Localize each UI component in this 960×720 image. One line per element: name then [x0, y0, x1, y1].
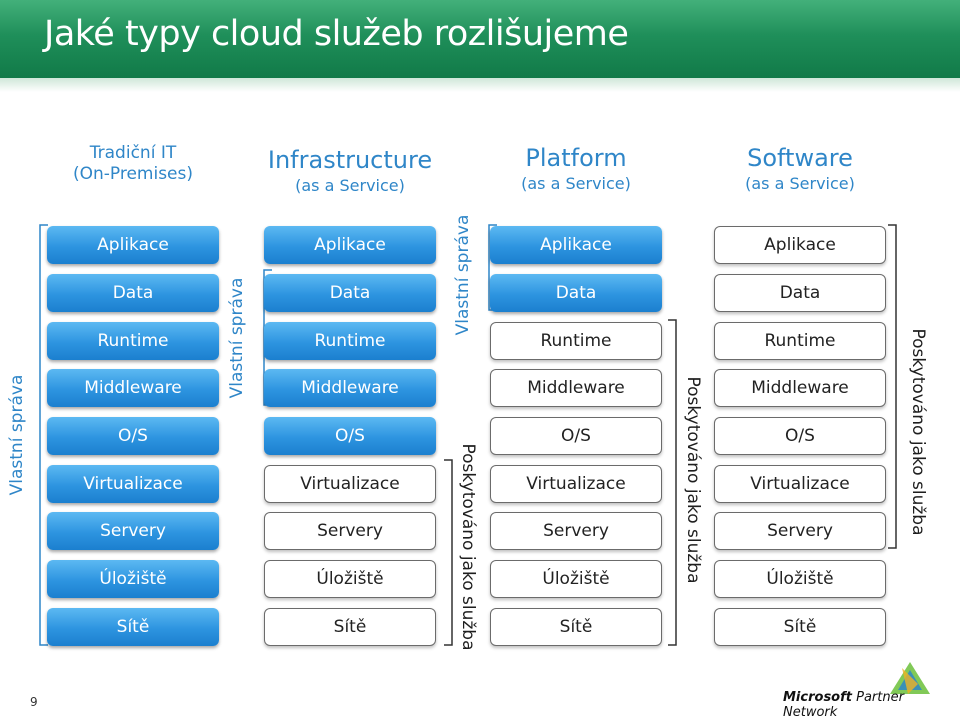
onprem-layer-data: Data	[47, 274, 219, 312]
bracket-paas-service	[668, 319, 677, 646]
saas-layer-runtime: Runtime	[714, 322, 886, 360]
label-paas-self-managed: Vlastní správa	[453, 214, 473, 336]
paas-layer-site: Sítě	[490, 608, 662, 646]
iaas-layer-middleware: Middleware	[264, 369, 436, 407]
iaas-layer-os: O/S	[264, 417, 436, 455]
label-onprem-self-managed: Vlastní správa	[7, 374, 27, 496]
paas-layer-uloziste: Úložiště	[490, 560, 662, 598]
title-bar: Jaké typy cloud služeb rozlišujeme	[0, 0, 960, 78]
column-head-saas-title: Software	[747, 144, 853, 172]
column-head-saas-sub: (as a Service)	[745, 174, 855, 193]
onprem-layer-middleware: Middleware	[47, 369, 219, 407]
partner-logo-icon	[890, 662, 930, 694]
brand-bold: Microsoft	[783, 690, 852, 705]
onprem-layer-uloziste: Úložiště	[47, 560, 219, 598]
paas-layer-virtualizace: Virtualizace	[490, 465, 662, 503]
page-number: 9	[30, 695, 38, 709]
label-iaas-self-managed: Vlastní správa	[227, 277, 247, 399]
column-head-onprem-title: Tradiční IT	[89, 143, 177, 163]
bracket-saas-service	[888, 224, 897, 549]
iaas-layer-servery: Servery	[264, 512, 436, 550]
paas-layer-middleware: Middleware	[490, 369, 662, 407]
paas-layer-os: O/S	[490, 417, 662, 455]
onprem-layer-site: Sítě	[47, 608, 219, 646]
label-saas-as-service: Poskytováno jako služba	[908, 328, 928, 536]
saas-layer-servery: Servery	[714, 512, 886, 550]
column-head-onprem: Tradiční IT (On-Premises)	[60, 143, 206, 185]
column-head-paas-title: Platform	[525, 144, 627, 172]
saas-layer-virtualizace: Virtualizace	[714, 465, 886, 503]
onprem-layer-virtualizace: Virtualizace	[47, 465, 219, 503]
iaas-layer-data: Data	[264, 274, 436, 312]
paas-layer-runtime: Runtime	[490, 322, 662, 360]
onprem-layer-aplikace: Aplikace	[47, 226, 219, 264]
iaas-layer-virtualizace: Virtualizace	[264, 465, 436, 503]
onprem-layer-servery: Servery	[47, 512, 219, 550]
saas-layer-os: O/S	[714, 417, 886, 455]
column-head-onprem-sub: (On-Premises)	[72, 164, 194, 184]
saas-layer-middleware: Middleware	[714, 369, 886, 407]
iaas-layer-uloziste: Úložiště	[264, 560, 436, 598]
brand-mark: Microsoft Partner Network	[783, 690, 960, 720]
onprem-layer-os: O/S	[47, 417, 219, 455]
column-head-saas: Software (as a Service)	[700, 144, 900, 194]
column-head-iaas-sub: (as a Service)	[295, 176, 405, 195]
saas-layer-site: Sítě	[714, 608, 886, 646]
column-head-paas-sub: (as a Service)	[521, 174, 631, 193]
saas-layer-uloziste: Úložiště	[714, 560, 886, 598]
iaas-layer-runtime: Runtime	[264, 322, 436, 360]
page-title: Jaké typy cloud služeb rozlišujeme	[44, 14, 629, 54]
bracket-iaas-service	[444, 459, 453, 646]
paas-layer-aplikace: Aplikace	[490, 226, 662, 264]
saas-layer-data: Data	[714, 274, 886, 312]
column-head-paas: Platform (as a Service)	[476, 144, 676, 194]
column-head-iaas-title: Infrastructure	[267, 146, 433, 174]
label-iaas-as-service: Poskytováno jako služba	[458, 443, 478, 651]
title-shadow	[0, 78, 960, 92]
label-paas-as-service: Poskytováno jako služba	[683, 376, 703, 584]
saas-layer-aplikace: Aplikace	[714, 226, 886, 264]
iaas-layer-site: Sítě	[264, 608, 436, 646]
paas-layer-data: Data	[490, 274, 662, 312]
paas-layer-servery: Servery	[490, 512, 662, 550]
iaas-layer-aplikace: Aplikace	[264, 226, 436, 264]
onprem-layer-runtime: Runtime	[47, 322, 219, 360]
column-head-iaas: Infrastructure (as a Service)	[250, 146, 450, 196]
